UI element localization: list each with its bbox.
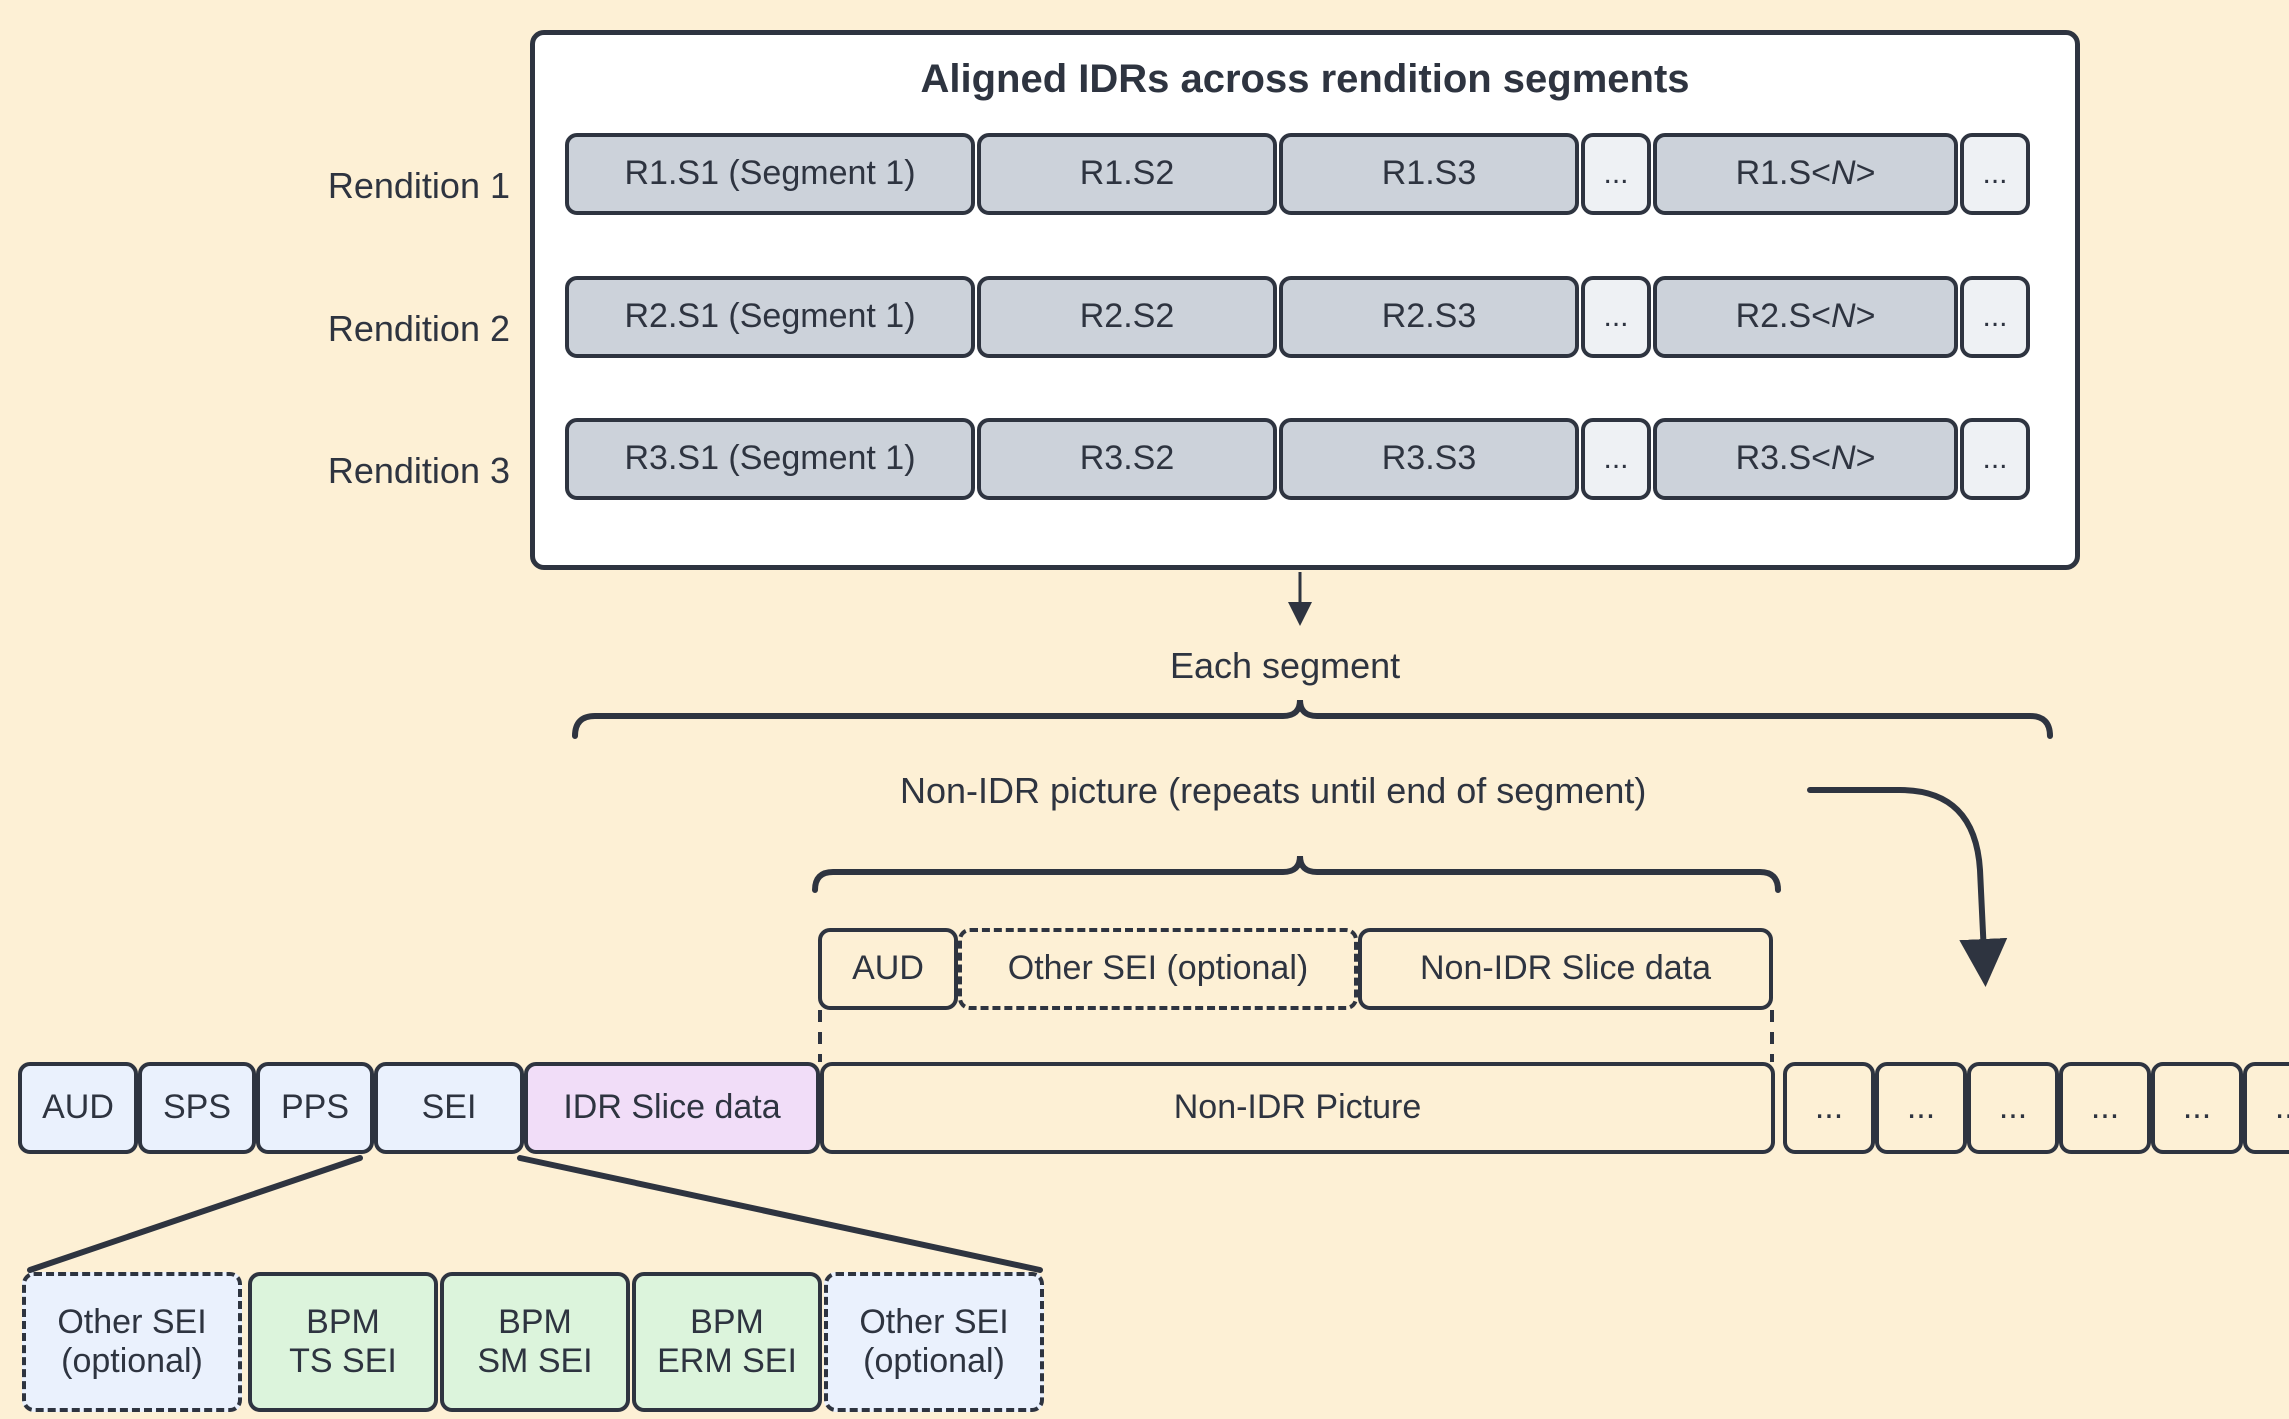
- ellipsis-cell: ...: [1581, 276, 1651, 358]
- stream-cell-ellipsis: ...: [2243, 1062, 2289, 1154]
- non-idr-slice-data-cell[interactable]: Non-IDR Slice data: [1358, 928, 1773, 1010]
- sei-to-breakdown-right-line: [517, 1155, 1043, 1273]
- non-idr-aud-cell[interactable]: AUD: [818, 928, 958, 1010]
- sei-bpm-sm-cell[interactable]: BPM SM SEI: [440, 1272, 630, 1412]
- sei-other-sei-cell-left[interactable]: Other SEI (optional): [22, 1272, 242, 1412]
- non-idr-repeat-label: Non-IDR picture (repeats until end of se…: [900, 770, 1647, 811]
- row-label-rendition-2: Rendition 2: [327, 308, 510, 349]
- stream-cell-ellipsis: ...: [1967, 1062, 2059, 1154]
- sei-other-sei-cell-right[interactable]: Other SEI (optional): [824, 1272, 1044, 1412]
- each-segment-brace: [572, 699, 2053, 739]
- segment-cell[interactable]: R1.S<N>: [1653, 133, 1958, 215]
- segment-cell[interactable]: R1.S3: [1279, 133, 1579, 215]
- segment-cell[interactable]: R2.S2: [977, 276, 1277, 358]
- segment-cell[interactable]: R3.S1 (Segment 1): [565, 418, 975, 500]
- non-idr-picture-brace: [812, 855, 1781, 893]
- stream-cell-ellipsis: ...: [1875, 1062, 1967, 1154]
- segment-cell[interactable]: R3.S3: [1279, 418, 1579, 500]
- ellipsis-cell: ...: [1960, 276, 2030, 358]
- repeat-curved-arrow: [1807, 787, 2008, 987]
- stream-cell-sei[interactable]: SEI: [374, 1062, 524, 1154]
- sei-bpm-erm-cell[interactable]: BPM ERM SEI: [632, 1272, 822, 1412]
- row-label-rendition-1: Rendition 1: [327, 165, 510, 206]
- segment-cell[interactable]: R3.S<N>: [1653, 418, 1958, 500]
- sei-to-breakdown-left-line: [27, 1155, 363, 1273]
- ellipsis-cell: ...: [1960, 418, 2030, 500]
- stream-cell-ellipsis: ...: [2059, 1062, 2151, 1154]
- ellipsis-cell: ...: [1581, 418, 1651, 500]
- segment-cell[interactable]: R3.S2: [977, 418, 1277, 500]
- non-idr-other-sei-cell[interactable]: Other SEI (optional): [958, 928, 1358, 1010]
- stream-cell-non-idr-picture[interactable]: Non-IDR Picture: [820, 1062, 1775, 1154]
- segment-cell[interactable]: R2.S<N>: [1653, 276, 1958, 358]
- ellipsis-cell: ...: [1581, 133, 1651, 215]
- stream-cell-ellipsis: ...: [2151, 1062, 2243, 1154]
- each-segment-label: Each segment: [1170, 645, 1401, 686]
- stream-cell-aud[interactable]: AUD: [18, 1062, 138, 1154]
- stream-cell-sps[interactable]: SPS: [138, 1062, 256, 1154]
- segment-cell[interactable]: R2.S1 (Segment 1): [565, 276, 975, 358]
- stream-cell-ellipsis: ...: [1783, 1062, 1875, 1154]
- stream-cell-idr-slice-data[interactable]: IDR Slice data: [524, 1062, 820, 1154]
- stream-cell-pps[interactable]: PPS: [256, 1062, 374, 1154]
- segment-cell[interactable]: R1.S1 (Segment 1): [565, 133, 975, 215]
- ellipsis-cell: ...: [1960, 133, 2030, 215]
- segment-cell[interactable]: R1.S2: [977, 133, 1277, 215]
- segment-cell[interactable]: R2.S3: [1279, 276, 1579, 358]
- row-label-rendition-3: Rendition 3: [327, 450, 510, 491]
- sei-bpm-ts-cell[interactable]: BPM TS SEI: [248, 1272, 438, 1412]
- panel-title: Aligned IDRs across rendition segments: [920, 57, 1690, 101]
